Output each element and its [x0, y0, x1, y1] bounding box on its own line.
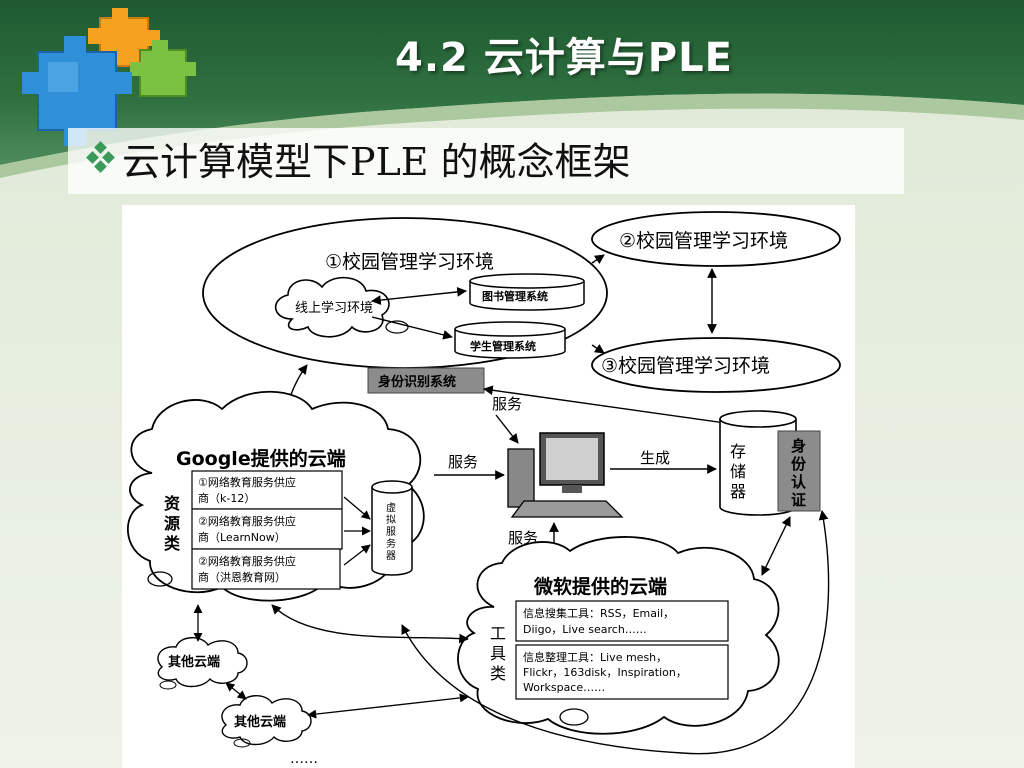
tool-2-line3: Workspace……	[523, 681, 605, 694]
other-cloud-1-swirl	[159, 680, 177, 690]
tool-char-1: 工	[490, 624, 506, 643]
ellipsis-label: ……	[290, 751, 318, 767]
storage-char-2: 储	[730, 462, 746, 481]
provider-2-line1: ②网络教育服务供应	[198, 514, 296, 528]
generate-label: 生成	[640, 449, 670, 467]
online-env-swirl	[385, 320, 409, 334]
tool-char-3: 类	[490, 664, 506, 683]
provider-1-line1: ①网络教育服务供应	[198, 475, 296, 489]
campus-env-3-label: ③校园管理学习环境	[601, 355, 770, 377]
other-cloud-2-swirl	[233, 738, 251, 748]
other-cloud-2-label: 其他云端	[234, 714, 286, 730]
auth-char-3: 认	[791, 473, 807, 491]
storage-char-3: 器	[730, 482, 746, 501]
online-env-label: 线上学习环境	[295, 300, 373, 316]
vserver-char-5: 器	[386, 550, 396, 562]
slide-title: 4.2 云计算与PLE	[395, 35, 733, 81]
library-system-label: 图书管理系统	[482, 289, 548, 303]
provider-2-line2: 商（LearnNow）	[198, 530, 286, 544]
subtitle-bar	[68, 128, 904, 194]
student-system-label: 学生管理系统	[470, 339, 536, 353]
provider-3-line1: ②网络教育服务供应	[198, 554, 296, 568]
ms-cloud-swirl	[559, 708, 589, 726]
google-cloud-swirl	[147, 571, 173, 587]
tool-2-line2: Flickr，163disk，Inspiration，	[523, 666, 687, 679]
vserver-char-1: 虚	[386, 502, 396, 514]
google-cloud-title: Google提供的云端	[176, 447, 346, 470]
ms-cloud-title: 微软提供的云端	[533, 575, 667, 598]
service-left-label: 服务	[448, 453, 478, 471]
computer-icon	[507, 432, 624, 518]
provider-1-line2: 商（k-12）	[198, 491, 255, 505]
campus-env-2-label: ②校园管理学习环境	[619, 230, 788, 252]
other-cloud-1-label: 其他云端	[168, 654, 220, 670]
auth-char-4: 证	[791, 491, 806, 509]
tool-char-2: 具	[490, 644, 506, 663]
puzzle-cubes-logo	[22, 8, 196, 146]
vserver-char-2: 拟	[386, 513, 396, 526]
provider-2-box	[191, 508, 343, 550]
vserver-char-4: 务	[386, 537, 396, 550]
tool-2-box	[515, 644, 729, 700]
provider-3-line2: 商（洪恩教育网）	[198, 570, 286, 584]
ple-framework-diagram: ①校园管理学习环境 线上学习环境 图书管理系统 学生管理系统 ②校园管理学习环境…	[122, 205, 855, 768]
resource-char-3: 类	[164, 534, 181, 553]
tool-1-line1: 信息搜集工具：RSS，Email，	[523, 606, 674, 620]
tool-1-line2: Diigo，Live search……	[523, 623, 647, 636]
auth-char-1: 身	[791, 437, 806, 455]
campus-env-2-ellipse	[591, 211, 841, 267]
tool-2-line1: 信息整理工具：Live mesh，	[523, 650, 667, 664]
vserver-char-3: 服	[386, 526, 396, 538]
resource-char-1: 资	[164, 494, 180, 513]
id-system-label: 身份识别系统	[378, 374, 456, 390]
auth-char-2: 份	[791, 455, 807, 473]
resource-char-2: 源	[164, 514, 180, 533]
provider-1-box	[191, 470, 343, 510]
storage-char-1: 存	[730, 442, 746, 461]
id-system-box	[367, 367, 485, 394]
diamond-bullet-icon	[86, 141, 115, 173]
library-system-db	[469, 273, 585, 311]
other-cloud-1-shape	[157, 637, 248, 688]
slide-subtitle: 云计算模型下PLE 的概念框架	[122, 140, 631, 184]
student-system-db	[454, 321, 566, 359]
campus-env-1-label: ①校园管理学习环境	[325, 251, 494, 273]
service-top-label: 服务	[492, 395, 522, 413]
provider-3-box	[191, 548, 341, 590]
